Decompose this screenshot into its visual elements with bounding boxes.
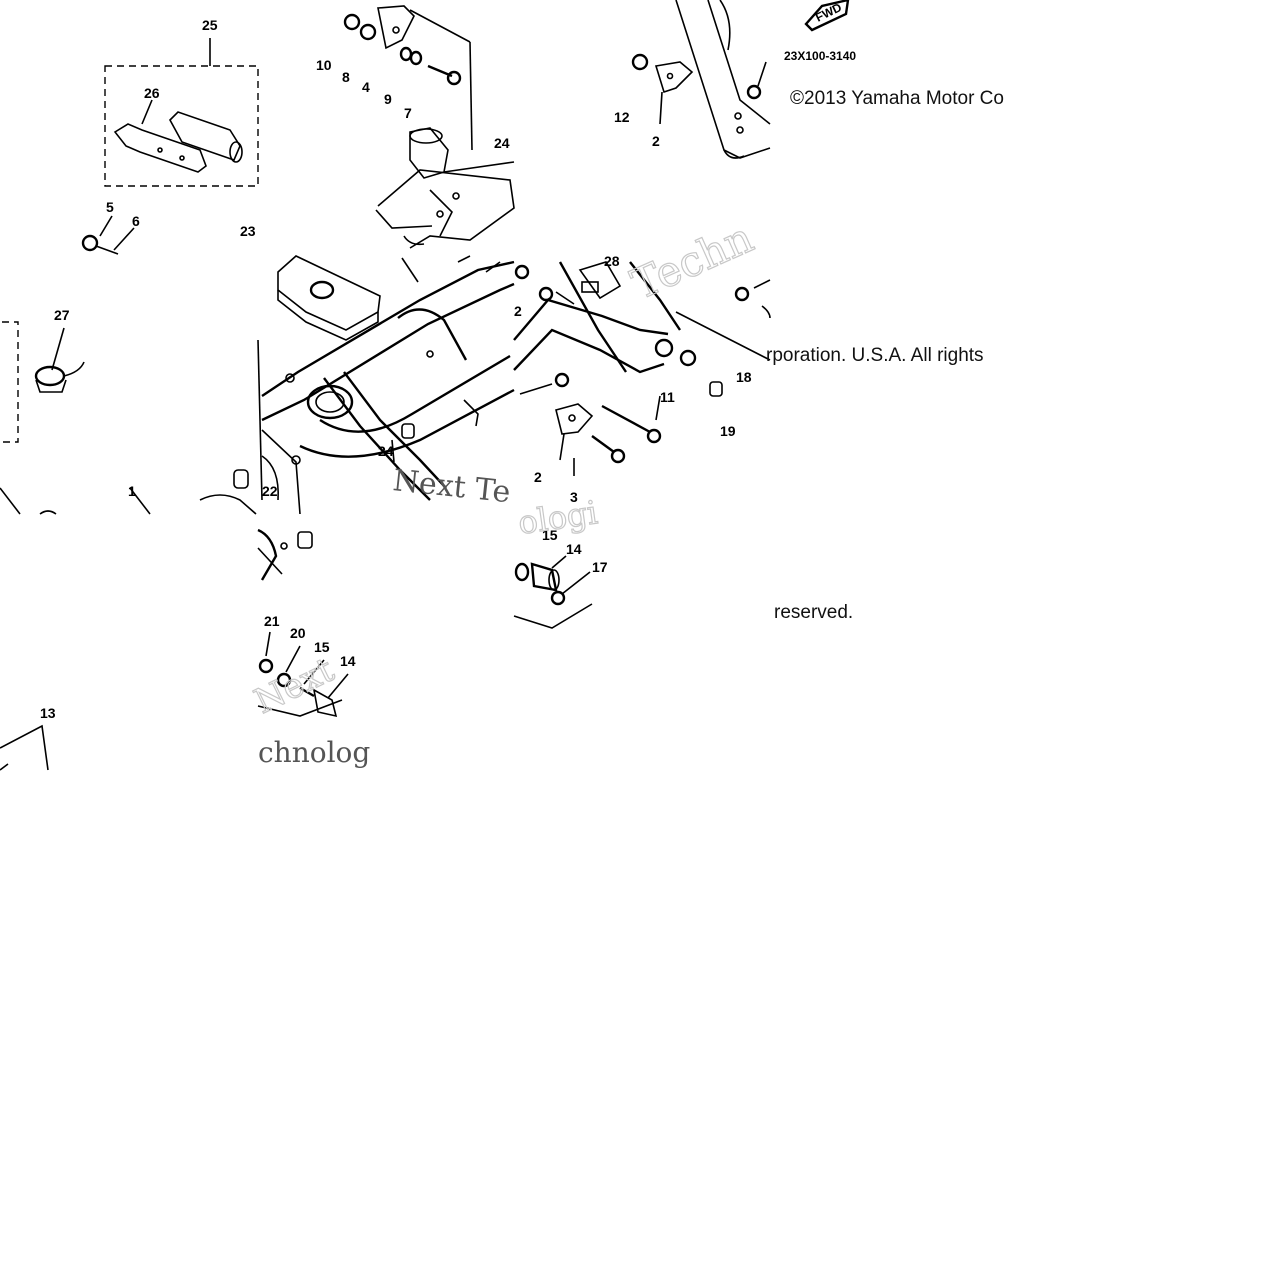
callout-7: 7 [404,105,412,121]
callout-11: 11 [660,389,675,405]
callout-labels: 25 26 5 6 23 27 10 8 4 9 7 24 12 2 22 1 … [40,17,856,721]
head-pipe-group [343,5,515,283]
callout-2-top: 2 [652,133,660,149]
callout-14-right: 14 [566,541,582,557]
callout-27: 27 [54,307,70,323]
callout-24-mid: 24 [378,443,394,459]
callout-18: 18 [736,369,752,385]
callout-3: 3 [570,489,578,505]
copyright-line-3: reserved. [774,602,854,623]
callout-15-bottom: 15 [314,639,330,655]
bracket-13 [0,724,49,771]
callout-2-mid: 2 [534,469,542,485]
callout-5: 5 [106,199,114,215]
collar-group-15-14-17 [513,555,593,629]
callout-6: 6 [132,213,140,229]
callout-19: 19 [720,423,736,439]
fwd-arrow-icon: FWD [804,0,850,32]
callout-24-top: 24 [494,135,510,151]
callout-20: 20 [290,625,306,641]
watermark-next-te: Next Te [391,463,512,510]
callout-15-right: 15 [542,527,558,543]
watermark-chnolog: chnolog [258,736,370,769]
callout-4: 4 [362,79,370,95]
callout-2-left: 2 [514,303,522,319]
callout-22: 22 [262,483,278,499]
copyright-line-2: rporation. U.S.A. All rights [766,345,984,366]
callout-12: 12 [614,109,630,125]
callout-13: 13 [40,705,56,721]
callout-28: 28 [604,253,620,269]
callout-9: 9 [384,91,392,107]
watermark-ologi: ologi [516,493,600,542]
frame-main-group [199,255,515,515]
bolt-5-6 [81,215,135,255]
callout-1: 1 [128,483,136,499]
watermarks: Next Te chnolog Next Techn ologi [248,212,761,769]
callout-26: 26 [144,85,160,101]
frame-front-group [631,0,771,159]
tool-kit-group [104,38,259,187]
callout-14-bottom: 14 [340,653,356,669]
rear-frame-group [257,528,349,718]
copyright-line-1: ©2013 Yamaha Motor Co [790,88,1004,109]
part-code: 23X100-3140 [784,49,856,63]
callout-8: 8 [342,69,350,85]
callout-17: 17 [592,559,608,575]
callout-21: 21 [264,613,280,629]
callout-10: 10 [316,57,332,73]
callout-25: 25 [202,17,218,33]
item-27-holder [0,321,85,443]
watermark-techn: Techn [624,213,760,310]
callout-23: 23 [240,223,256,239]
engine-mount-group [513,261,771,476]
